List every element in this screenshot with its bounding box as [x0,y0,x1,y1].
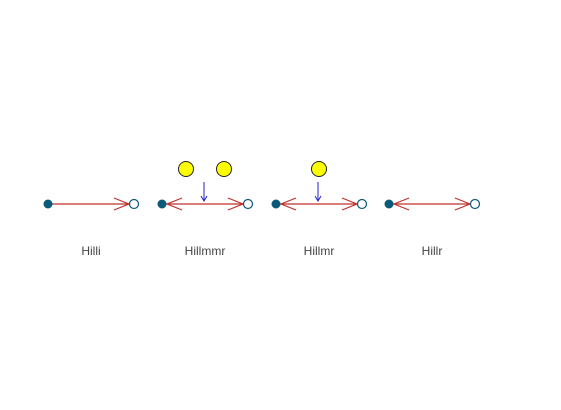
yellow-marker [178,161,194,177]
item-label: Hilli [81,244,100,258]
diagram-item: Hillmr [271,161,368,258]
end-node [242,198,254,210]
diagram-item: Hilli [43,197,140,258]
start-node [271,199,281,209]
pointer-arrow-head [200,195,208,202]
yellow-marker [216,161,232,177]
start-node [43,199,53,209]
left-arrowhead [165,197,183,211]
diagram-item: Hillr [384,197,481,258]
item-label: Hillmr [304,244,335,258]
pointer-arrow-head [314,195,322,202]
item-label: Hillmmr [185,244,226,258]
end-node [356,198,368,210]
item-label: Hillr [422,244,443,258]
left-arrowhead [279,197,297,211]
end-node [128,198,140,210]
start-node [384,199,394,209]
left-arrowhead [392,197,410,211]
yellow-marker [311,161,327,177]
diagram-item: Hillmmr [157,161,254,258]
end-node [469,198,481,210]
start-node [157,199,167,209]
